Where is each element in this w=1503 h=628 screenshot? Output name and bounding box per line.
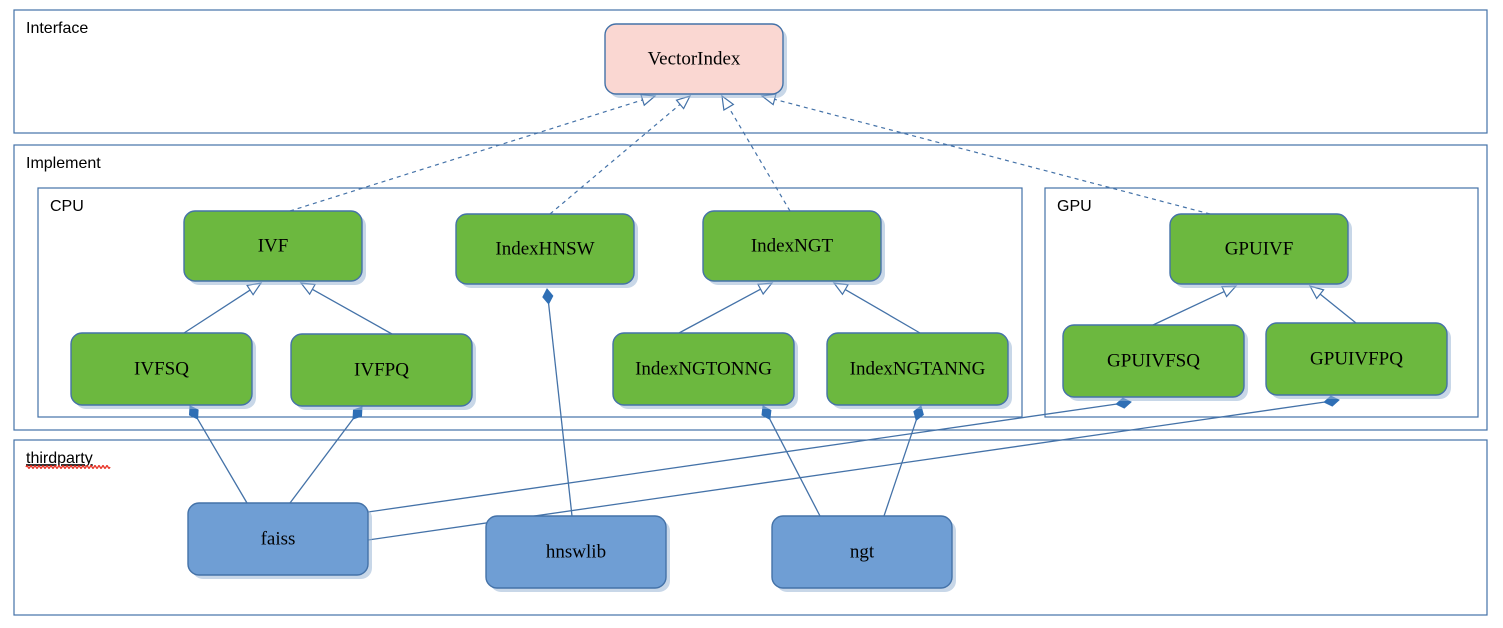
node-label-gpuivf: GPUIVF: [1225, 238, 1294, 259]
node-indexngtonng[interactable]: IndexNGTONNG: [612, 332, 798, 409]
generalization-arrowhead: [721, 94, 735, 111]
edge-line: [883, 420, 917, 517]
container-label-interface: Interface: [26, 20, 88, 37]
edge-line: [774, 98, 1211, 215]
node-label-indexngt: IndexNGT: [751, 235, 834, 256]
node-gpuivfpq[interactable]: GPUIVFPQ: [1265, 322, 1451, 399]
node-hnswlib[interactable]: hnswlib: [485, 515, 670, 592]
node-vectorindex[interactable]: VectorIndex: [604, 23, 787, 98]
node-label-ivf: IVF: [258, 235, 289, 256]
edge-line: [183, 289, 251, 334]
edge-line: [547, 303, 573, 517]
node-label-hnswlib: hnswlib: [546, 541, 606, 562]
edge-line: [367, 403, 1117, 513]
node-label-faiss: faiss: [261, 528, 296, 549]
node-box-ivfpq[interactable]: [290, 333, 473, 407]
container-label-gpu: GPU: [1057, 198, 1092, 215]
edge-ngt-to-indexngtanng: [883, 405, 924, 517]
edge-line: [289, 418, 354, 504]
node-box-ivfsq[interactable]: [70, 332, 253, 406]
node-ngt[interactable]: ngt: [771, 515, 956, 592]
edge-indexhnsw-to-vectorindex: [549, 95, 692, 215]
node-box-gpuivf[interactable]: [1169, 213, 1349, 285]
node-label-indexngtanng: IndexNGTANNG: [850, 358, 986, 379]
spellcheck-squiggle-thirdparty: [25, 465, 111, 469]
node-box-indexngt[interactable]: [702, 210, 882, 282]
node-box-faiss[interactable]: [187, 502, 369, 576]
node-indexngt[interactable]: IndexNGT: [702, 210, 885, 285]
edge-line: [769, 419, 821, 517]
node-box-gpuivfpq[interactable]: [1265, 322, 1448, 396]
node-ivfpq[interactable]: IVFPQ: [290, 333, 476, 410]
container-label-cpu: CPU: [50, 198, 84, 215]
composition-diamond: [913, 405, 924, 422]
edge-line: [289, 99, 643, 212]
generalization-arrowhead: [675, 95, 692, 110]
node-label-gpuivfsq: GPUIVFSQ: [1107, 350, 1200, 371]
node-label-indexngtonng: IndexNGTONNG: [635, 358, 772, 379]
node-box-indexngtonng[interactable]: [612, 332, 795, 406]
edge-indexngt-to-vectorindex: [721, 94, 791, 212]
edge-line: [1319, 293, 1357, 324]
edge-line: [197, 418, 248, 504]
edge-hnswlib-to-indexhnsw: [542, 288, 573, 517]
node-ivf[interactable]: IVF: [183, 210, 366, 285]
node-label-ngt: ngt: [850, 541, 875, 562]
node-indexhnsw[interactable]: IndexHNSW: [455, 213, 638, 288]
node-box-indexhnsw[interactable]: [455, 213, 635, 285]
node-faiss[interactable]: faiss: [187, 502, 372, 579]
node-box-gpuivfsq[interactable]: [1062, 324, 1245, 398]
node-box-indexngtanng[interactable]: [826, 332, 1009, 406]
node-box-ivf[interactable]: [183, 210, 363, 282]
edge-line: [678, 288, 761, 334]
edge-line: [1152, 290, 1225, 326]
node-label-ivfsq: IVFSQ: [134, 358, 189, 379]
node-box-ngt[interactable]: [771, 515, 953, 589]
node-gpuivfsq[interactable]: GPUIVFSQ: [1062, 324, 1248, 401]
node-box-hnswlib[interactable]: [485, 515, 667, 589]
node-label-indexhnsw: IndexHNSW: [495, 238, 594, 259]
node-gpuivf[interactable]: GPUIVF: [1169, 213, 1352, 288]
node-label-gpuivfpq: GPUIVFPQ: [1310, 348, 1403, 369]
node-ivfsq[interactable]: IVFSQ: [70, 332, 256, 409]
edge-line: [844, 288, 921, 334]
node-label-ivfpq: IVFPQ: [354, 359, 409, 380]
node-box-vectorindex[interactable]: [604, 23, 784, 95]
container-label-thirdparty: thirdparty: [26, 450, 93, 467]
node-indexngtanng[interactable]: IndexNGTANNG: [826, 332, 1012, 409]
node-label-vectorindex: VectorIndex: [648, 48, 741, 69]
composition-diamond: [542, 288, 554, 305]
container-label-implement: Implement: [26, 155, 101, 172]
edge-line: [312, 288, 393, 335]
